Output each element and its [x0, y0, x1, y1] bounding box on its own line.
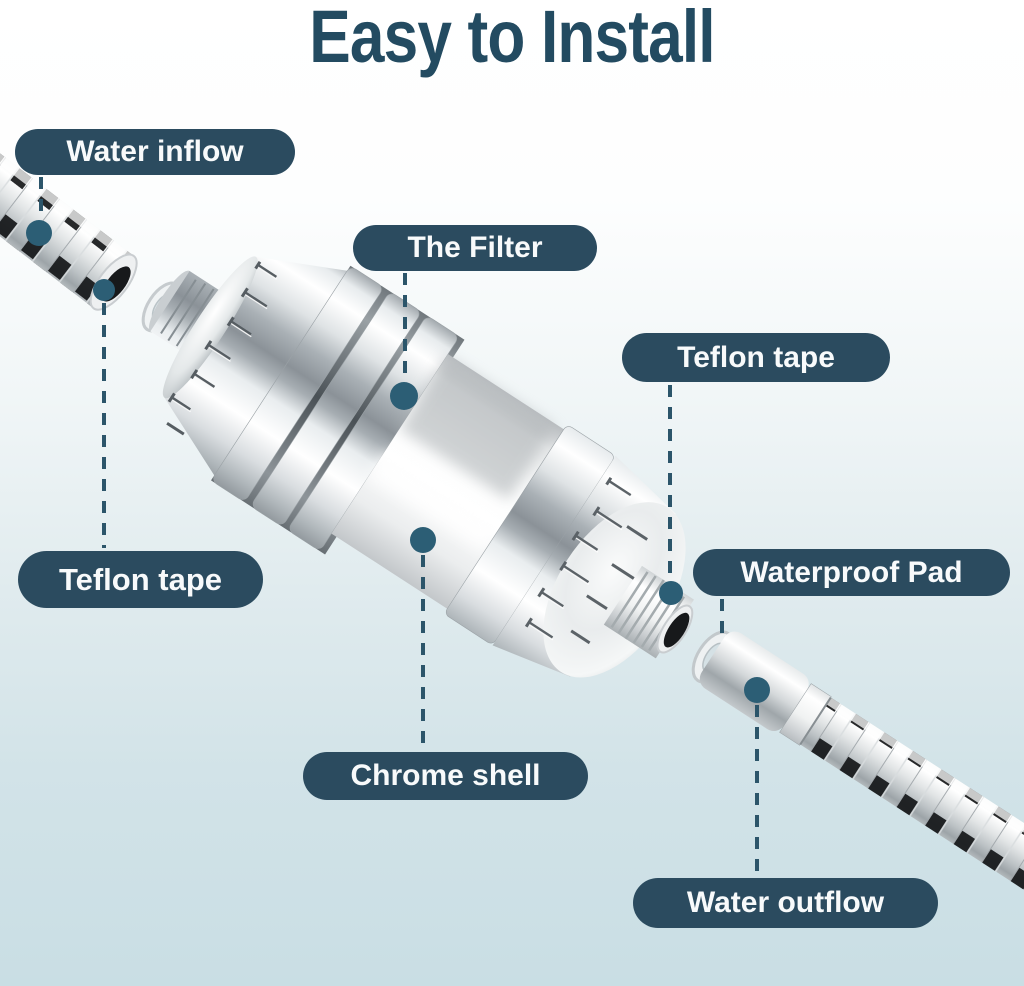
callout-connector-chrome-shell [410, 527, 436, 749]
inlet-cap [164, 256, 348, 476]
outlet-nipple-threads [610, 571, 685, 652]
callout-dot [744, 677, 770, 703]
callout-connector-water-inflow [26, 177, 52, 246]
inlet-cap-face [162, 256, 258, 399]
chrome-ring-1 [213, 268, 382, 500]
chrome-ring-3 [289, 317, 458, 549]
chrome-band [445, 426, 614, 644]
callout-dot [93, 279, 115, 301]
callout-dot [390, 382, 418, 410]
label-teflon-tape-right: Teflon tape [622, 333, 890, 382]
callout-dot [410, 527, 436, 553]
outlet-opening [663, 612, 690, 648]
connector-seam [799, 696, 832, 746]
outflow-hose-braid-pattern [800, 697, 1024, 952]
label-waterproof-pad: Waterproof Pad [693, 549, 1010, 596]
label-teflon-tape-left: Teflon tape [18, 551, 263, 608]
callout-connector-the-filter [390, 273, 418, 410]
label-the-filter: The Filter [353, 225, 597, 271]
inflow-hose-braid-pattern [0, 78, 134, 309]
filter-body [149, 256, 694, 678]
inflow-hose-highlight [0, 78, 134, 264]
outlet-cap-ticks [524, 476, 649, 645]
label-water-outflow: Water outflow [633, 878, 938, 928]
callout-connector-teflon-tape-left [93, 279, 115, 548]
label-water-inflow: Water inflow [15, 129, 295, 175]
outflow-hose-highlight [826, 697, 1024, 912]
callout-connector-water-outflow [744, 677, 770, 875]
label-chrome-shell: Chrome shell [303, 752, 588, 800]
inlet-cap-ticks [166, 260, 278, 436]
cartridge-shine [367, 450, 502, 553]
page-title: Easy to Install [309, 0, 715, 78]
inlet-stub-threads [160, 279, 215, 347]
callout-dot [659, 581, 683, 605]
callout-connector-teflon-tape-right [659, 385, 683, 605]
cartridge-frost-shadow [399, 356, 556, 500]
callout-dot [26, 220, 52, 246]
